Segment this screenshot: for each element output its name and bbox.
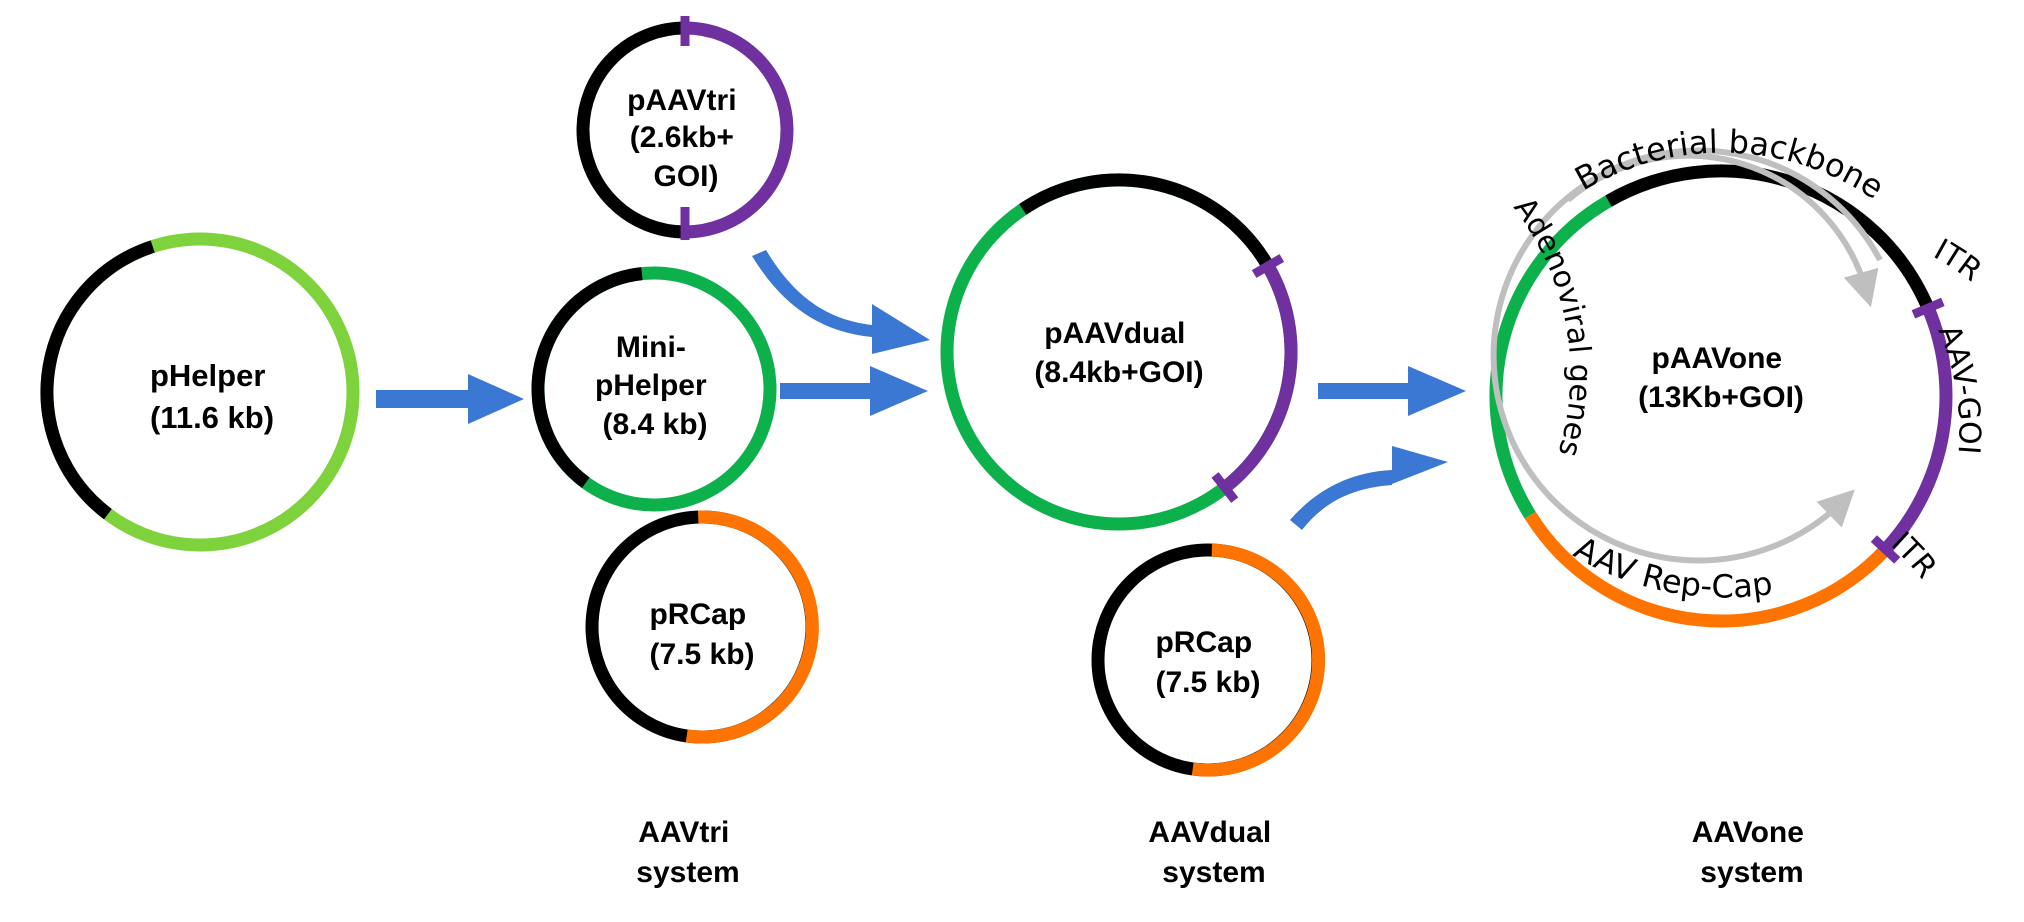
paavdual-itr-tick-bottom bbox=[1211, 472, 1239, 503]
label-itr-top: ITR bbox=[1928, 232, 1988, 288]
system-one-label: AAVone system bbox=[1692, 816, 1813, 889]
paavtri-size: (2.6kb+ bbox=[630, 121, 734, 154]
plasmid-minihelper: Mini- pHelper (8.4 kb) bbox=[531, 266, 777, 512]
svg-text:pAAVone (13Kb+GOI): pAAVone (13Kb+GOI) bbox=[1638, 342, 1804, 414]
flow-arrows bbox=[376, 250, 1466, 530]
arrow-prcap-to-one bbox=[1290, 446, 1448, 530]
plasmid-paavone: pAAVone (13Kb+GOI) Bacterial backbone IT… bbox=[1489, 123, 1988, 628]
svg-text:pRCap (7.5 kb): pRCap (7.5 kb) bbox=[649, 598, 754, 671]
system-tri-label: AAVtri system bbox=[636, 816, 739, 889]
prcap-tri-orange-segment bbox=[685, 510, 819, 744]
plasmid-paavdual: pAAVdual (8.4kb+GOI) bbox=[940, 173, 1298, 531]
svg-text:pHelper (11.6 kb): pHelper (11.6 kb) bbox=[150, 358, 274, 435]
plasmid-prcap-tri: pRCap (7.5 kb) bbox=[585, 510, 819, 744]
paavtri-goi: GOI) bbox=[654, 160, 719, 193]
prcap-tri-name: pRCap bbox=[649, 598, 746, 631]
arrow-paavtri-to-dual bbox=[752, 250, 930, 354]
phelper-name: pHelper bbox=[150, 358, 265, 393]
arrow-minihelper-to-dual bbox=[780, 366, 928, 416]
svg-text:pAAVdual (8.4kb+GOI): pAAVdual (8.4kb+GOI) bbox=[1034, 317, 1203, 389]
paavtri-purple-segment bbox=[684, 21, 794, 239]
plasmid-prcap-dual: pRCap (7.5 kb) bbox=[1091, 543, 1326, 777]
paavone-adenoviral-segment bbox=[1489, 195, 1612, 519]
label-aav-rep-cap: AAV Rep-Cap bbox=[1568, 529, 1775, 606]
svg-text:Mini- pHelper (8.4: Mini- pHelper (8.4 kb) bbox=[595, 331, 715, 441]
plasmid-paavtri: pAAVtri (2.6kb+ GOI) bbox=[576, 16, 794, 240]
minihelper-name-2: pHelper bbox=[595, 369, 707, 402]
paavtri-black-segment bbox=[576, 21, 686, 239]
paavone-inner-cycle-arrow bbox=[1490, 147, 1883, 564]
label-adenoviral-genes: Adenoviral genes bbox=[1507, 191, 1598, 461]
paavone-backbone-segment bbox=[1605, 164, 1935, 311]
paavdual-purple-segment bbox=[1220, 262, 1298, 493]
system-dual-label: AAVdual system bbox=[1148, 816, 1279, 889]
paavdual-name: pAAVdual bbox=[1044, 317, 1185, 350]
paavone-size: (13Kb+GOI) bbox=[1638, 381, 1804, 414]
minihelper-black-segment bbox=[531, 267, 643, 489]
paavone-repcap-segment bbox=[1524, 511, 1891, 628]
paavdual-itr-tick-top bbox=[1251, 254, 1285, 278]
phelper-size: (11.6 kb) bbox=[150, 400, 274, 435]
paavdual-black-segment bbox=[1019, 173, 1274, 270]
system-labels: AAVtri system AAVdual system AAVone syst… bbox=[636, 816, 1813, 889]
paavone-itr-tick-top bbox=[1911, 297, 1945, 319]
paavtri-name: pAAVtri bbox=[627, 84, 736, 117]
minihelper-size: (8.4 kb) bbox=[602, 408, 707, 441]
paavdual-size: (8.4kb+GOI) bbox=[1034, 356, 1203, 389]
paavone-name: pAAVone bbox=[1652, 342, 1783, 375]
svg-text:pRCap (7.5 kb): pRCap (7.5 kb) bbox=[1155, 626, 1260, 699]
paavone-inner-top-arrow bbox=[1566, 152, 1879, 308]
arrow-phelper-to-minihelper bbox=[376, 374, 524, 424]
plasmid-phelper: pHelper (11.6 kb) bbox=[40, 232, 360, 552]
paavone-itr-tick-bottom bbox=[1870, 535, 1901, 564]
prcap-dual-size: (7.5 kb) bbox=[1155, 666, 1260, 699]
prcap-dual-name: pRCap bbox=[1155, 626, 1252, 659]
prcap-tri-size: (7.5 kb) bbox=[649, 638, 754, 671]
phelper-black-segment bbox=[40, 240, 155, 520]
arrow-dual-to-one bbox=[1318, 366, 1466, 416]
prcap-dual-orange-segment bbox=[1191, 543, 1326, 777]
svg-text:pAAVtri (2.6kb+ GO: pAAVtri (2.6kb+ GOI) bbox=[627, 84, 745, 193]
paavone-goi-segment bbox=[1880, 305, 1953, 554]
minihelper-name-1: Mini- bbox=[616, 331, 686, 364]
